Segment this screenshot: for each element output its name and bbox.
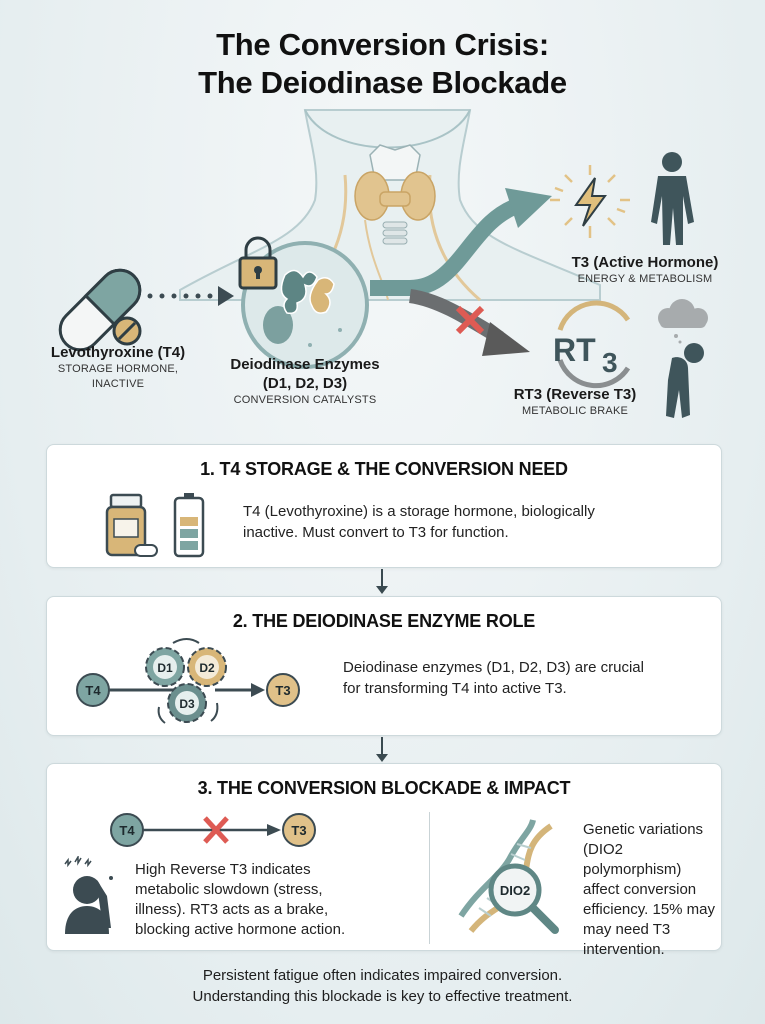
battery-icon: [173, 493, 205, 558]
tired-person-cloud-icon: [658, 299, 708, 418]
gear-d3-icon: D3: [167, 683, 207, 723]
svg-text:D2: D2: [199, 661, 215, 675]
stressed-person-icon: [64, 856, 113, 934]
title-line-2: The Deiodinase Blockade: [198, 65, 567, 100]
section-3-left-text: High Reverse T3 indicates metabolic slow…: [135, 861, 346, 938]
red-x-icon: [203, 816, 229, 844]
svg-text:T3: T3: [291, 823, 306, 838]
levothyroxine-label: Levothyroxine (T4) STORAGE HORMONE, INAC…: [50, 344, 186, 390]
t3-label: T3 (Active Hormone) ENERGY & METABOLISM: [571, 254, 719, 285]
svg-text:RT: RT: [553, 332, 596, 368]
standing-person-icon: [651, 152, 694, 245]
svg-text:DIO2: DIO2: [500, 883, 530, 898]
rt3-label: RT3 (Reverse T3) METABOLIC BRAKE: [513, 386, 637, 417]
rt3-pathway-arrow: [408, 289, 530, 356]
section-1-title: 1. T4 STORAGE & THE CONVERSION NEED: [200, 459, 568, 479]
dna-magnifier-icon: DIO2: [458, 819, 559, 934]
lightning-bolt-icon: [550, 165, 630, 238]
pill-capsule-icon: [58, 268, 142, 352]
enzyme-gears-diagram: T4 T3 D1 D2 D3: [76, 638, 300, 724]
hero-illustration: RT 3 Levothyroxine (T4) STORAGE HORMONE,…: [0, 95, 765, 435]
blocked-conversion-diagram: T4 T3: [110, 813, 316, 847]
footer-note: Persistent fatigue often indicates impai…: [192, 967, 573, 1005]
gear-d2-icon: D2: [187, 647, 227, 687]
svg-text:3: 3: [602, 347, 618, 378]
section-card-2: 2. THE DEIODINASE ENZYME ROLE T4 T3 D1 D…: [46, 596, 722, 736]
t3-node: T3: [282, 813, 316, 847]
section-1-text: T4 (Levothyroxine) is a storage hormone,…: [243, 503, 595, 541]
svg-text:T4: T4: [85, 683, 101, 698]
t4-node: T4: [76, 673, 110, 707]
section-3-divider: [429, 812, 430, 944]
svg-text:D1: D1: [157, 661, 173, 675]
padlock-icon: [238, 236, 278, 290]
dotted-arrow-icon: [147, 286, 234, 306]
t3-pathway-arrow: [370, 188, 552, 296]
rt3-logo-icon: RT 3: [553, 300, 631, 389]
section-card-1: 1. T4 STORAGE & THE CONVERSION NEED T4 (…: [46, 444, 722, 568]
svg-text:T3: T3: [275, 683, 290, 698]
section-3-title: 3. THE CONVERSION BLOCKADE & IMPACT: [197, 778, 571, 798]
section-3-right-text: Genetic variations (DIO2 polymorphism) a…: [583, 821, 716, 958]
t3-node: T3: [266, 673, 300, 707]
connector-arrow-2: [376, 737, 388, 762]
svg-text:T4: T4: [119, 823, 135, 838]
page-title: The Conversion Crisis: The Deiodinase Bl…: [0, 26, 765, 102]
medicine-bottle-icon: [105, 493, 158, 557]
section-card-3: 3. THE CONVERSION BLOCKADE & IMPACT T4 T…: [46, 763, 722, 958]
section-2-text: Deiodinase enzymes (D1, D2, D3) are cruc…: [343, 659, 644, 697]
connector-arrow-1: [376, 569, 388, 594]
svg-text:D3: D3: [179, 697, 195, 711]
section-2-title: 2. THE DEIODINASE ENZYME ROLE: [232, 611, 536, 631]
gear-d1-icon: D1: [145, 647, 185, 687]
t4-node: T4: [110, 813, 144, 847]
deiodinase-label: Deiodinase Enzymes (D1, D2, D3) CONVERSI…: [230, 356, 380, 406]
red-x-icon: [455, 305, 485, 335]
title-line-1: The Conversion Crisis:: [216, 27, 549, 62]
section-1-icons: [105, 493, 205, 558]
